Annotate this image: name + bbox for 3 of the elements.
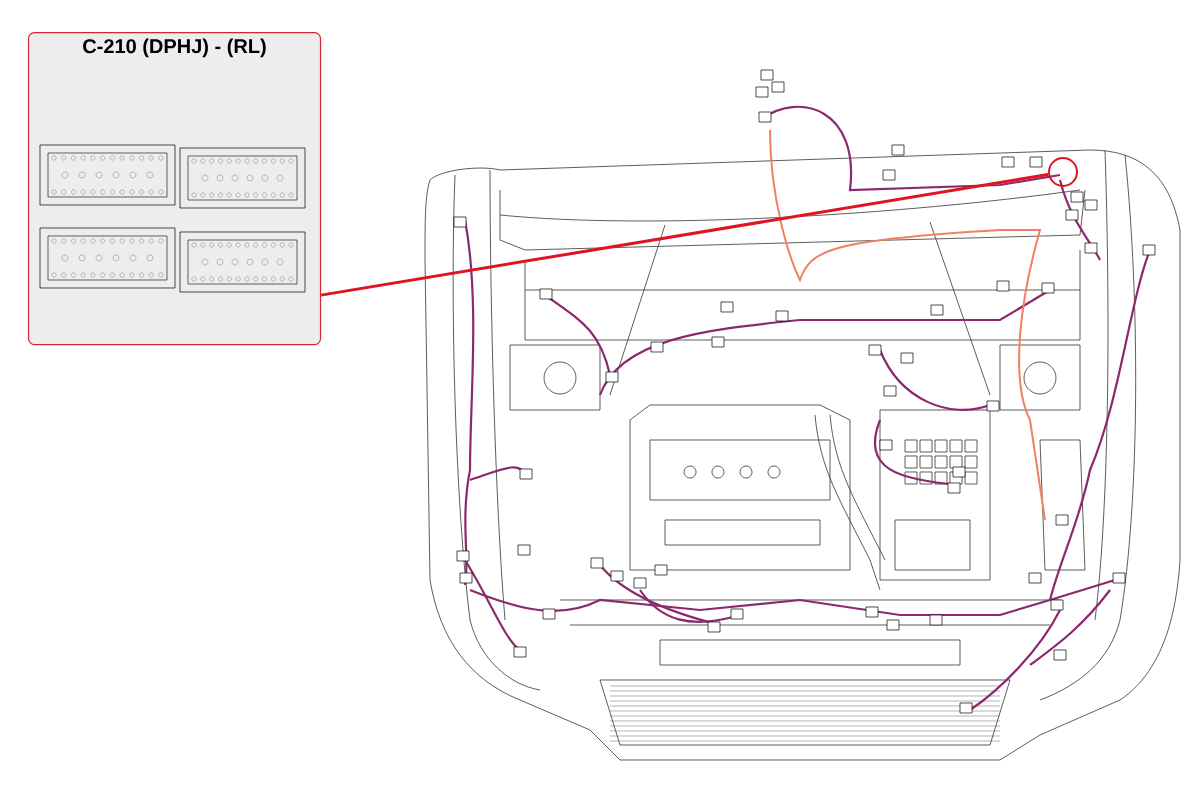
highlight-circle (1048, 157, 1078, 187)
connector-inset-panel: C-210 (DPHJ) - (RL) (27, 32, 322, 346)
leader-line (320, 173, 1049, 297)
